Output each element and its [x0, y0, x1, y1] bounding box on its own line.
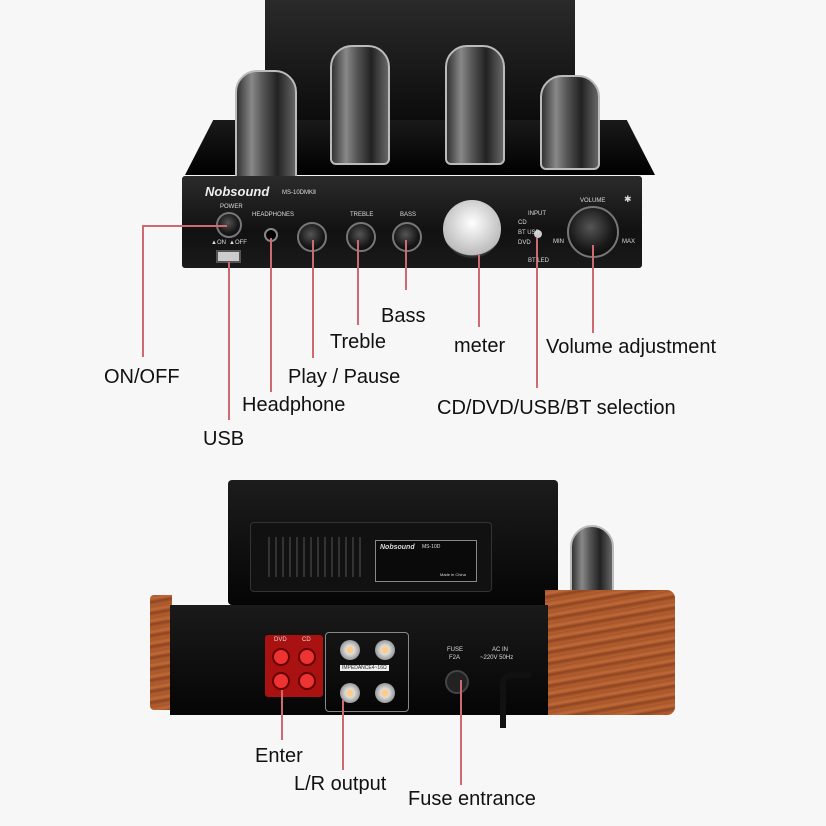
callout-on-off: ON/OFF: [104, 366, 180, 388]
impedance-label: IMPEDANCE4~16Ω: [340, 665, 389, 671]
made-in: Made in China: [440, 572, 466, 577]
speaker-terminal[interactable]: [375, 640, 395, 660]
vacuum-tube: [445, 45, 505, 165]
bt-led-label: BT LED: [528, 258, 549, 264]
rear-brand: Nobsound: [380, 544, 415, 551]
callout-fuse-entrance: Fuse entrance: [408, 788, 536, 810]
callout-line-fuse: [460, 680, 462, 785]
callout-line-usb: [228, 262, 230, 420]
brand-logo: Nobsound: [205, 184, 270, 199]
speaker-terminal[interactable]: [340, 640, 360, 660]
callout-lr-output: L/R output: [294, 773, 387, 795]
callout-line-onoff: [142, 225, 144, 357]
callout-line-bass: [405, 240, 407, 290]
rca-jack[interactable]: [298, 672, 316, 690]
callout-enter: Enter: [255, 745, 303, 767]
ac-in-label: AC IN: [492, 647, 509, 653]
max-label: MAX: [622, 239, 636, 245]
callout-line-onoff: [142, 225, 227, 227]
rca-jack[interactable]: [272, 672, 290, 690]
input-selector-switch[interactable]: [534, 230, 542, 238]
speaker-terminal[interactable]: [375, 683, 395, 703]
headphones-label: HEADPHONES: [252, 212, 295, 218]
wood-side-right: [545, 590, 675, 715]
dvd-input-label: DVD: [274, 637, 287, 643]
rear-model: MS-10D: [422, 544, 441, 550]
callout-bass: Bass: [381, 305, 426, 327]
callout-line-meter: [478, 255, 480, 327]
rca-input-block[interactable]: [265, 635, 323, 697]
on-label: ▲ON: [211, 240, 226, 246]
callout-line-volume: [592, 245, 594, 333]
bass-knob[interactable]: [392, 222, 422, 252]
treble-knob[interactable]: [346, 222, 376, 252]
callout-line-headphone: [270, 238, 272, 392]
vacuum-tube: [235, 70, 297, 190]
speaker-terminal[interactable]: [340, 683, 360, 703]
dvd-label: DVD: [518, 240, 531, 246]
power-cord: [500, 672, 531, 728]
vu-meter: [443, 200, 501, 258]
fuse-rating: F2A: [449, 655, 461, 661]
vacuum-tube: [540, 75, 600, 170]
power-knob[interactable]: [216, 212, 242, 238]
bluetooth-icon: ✱: [624, 194, 632, 204]
voltage-label: ~220V 50Hz: [480, 655, 514, 661]
treble-label: TREBLE: [350, 212, 374, 218]
min-label: MIN: [553, 239, 564, 245]
speaker-terminal-block: [325, 632, 409, 712]
fuse-label: FUSE: [447, 647, 464, 653]
model-text: MS-10DMKⅡ: [282, 190, 316, 196]
callout-line-enter: [281, 690, 283, 740]
input-label: INPUT: [528, 211, 546, 217]
fuse-holder[interactable]: [445, 670, 469, 694]
wood-side-left: [150, 595, 172, 710]
callout-meter: meter: [454, 335, 506, 357]
cd-label: CD: [518, 220, 527, 226]
callout-treble: Treble: [330, 331, 386, 353]
callout-usb: USB: [203, 428, 245, 450]
off-label: ▲OFF: [229, 240, 247, 246]
callout-headphone: Headphone: [242, 394, 346, 416]
volume-label: VOLUME: [580, 198, 606, 204]
power-label: POWER: [220, 204, 243, 210]
callout-play-pause: Play / Pause: [288, 366, 401, 388]
rca-jack[interactable]: [272, 648, 290, 666]
cd-input-label: CD: [302, 637, 311, 643]
callout-selection: CD/DVD/USB/BT selection: [437, 397, 676, 419]
callout-line-selection: [536, 238, 538, 388]
bt-usb-label: BT USB: [518, 230, 540, 236]
vacuum-tube-rear: [570, 525, 614, 600]
nameplate: [375, 540, 477, 582]
callout-line-treble: [357, 240, 359, 325]
vacuum-tube: [330, 45, 390, 165]
callout-line-lr-output: [342, 700, 344, 770]
transformer-cover: [265, 0, 575, 120]
callout-volume: Volume adjustment: [546, 336, 717, 358]
rca-jack[interactable]: [298, 648, 316, 666]
bass-label: BASS: [400, 212, 417, 218]
callout-line-play: [312, 240, 314, 358]
